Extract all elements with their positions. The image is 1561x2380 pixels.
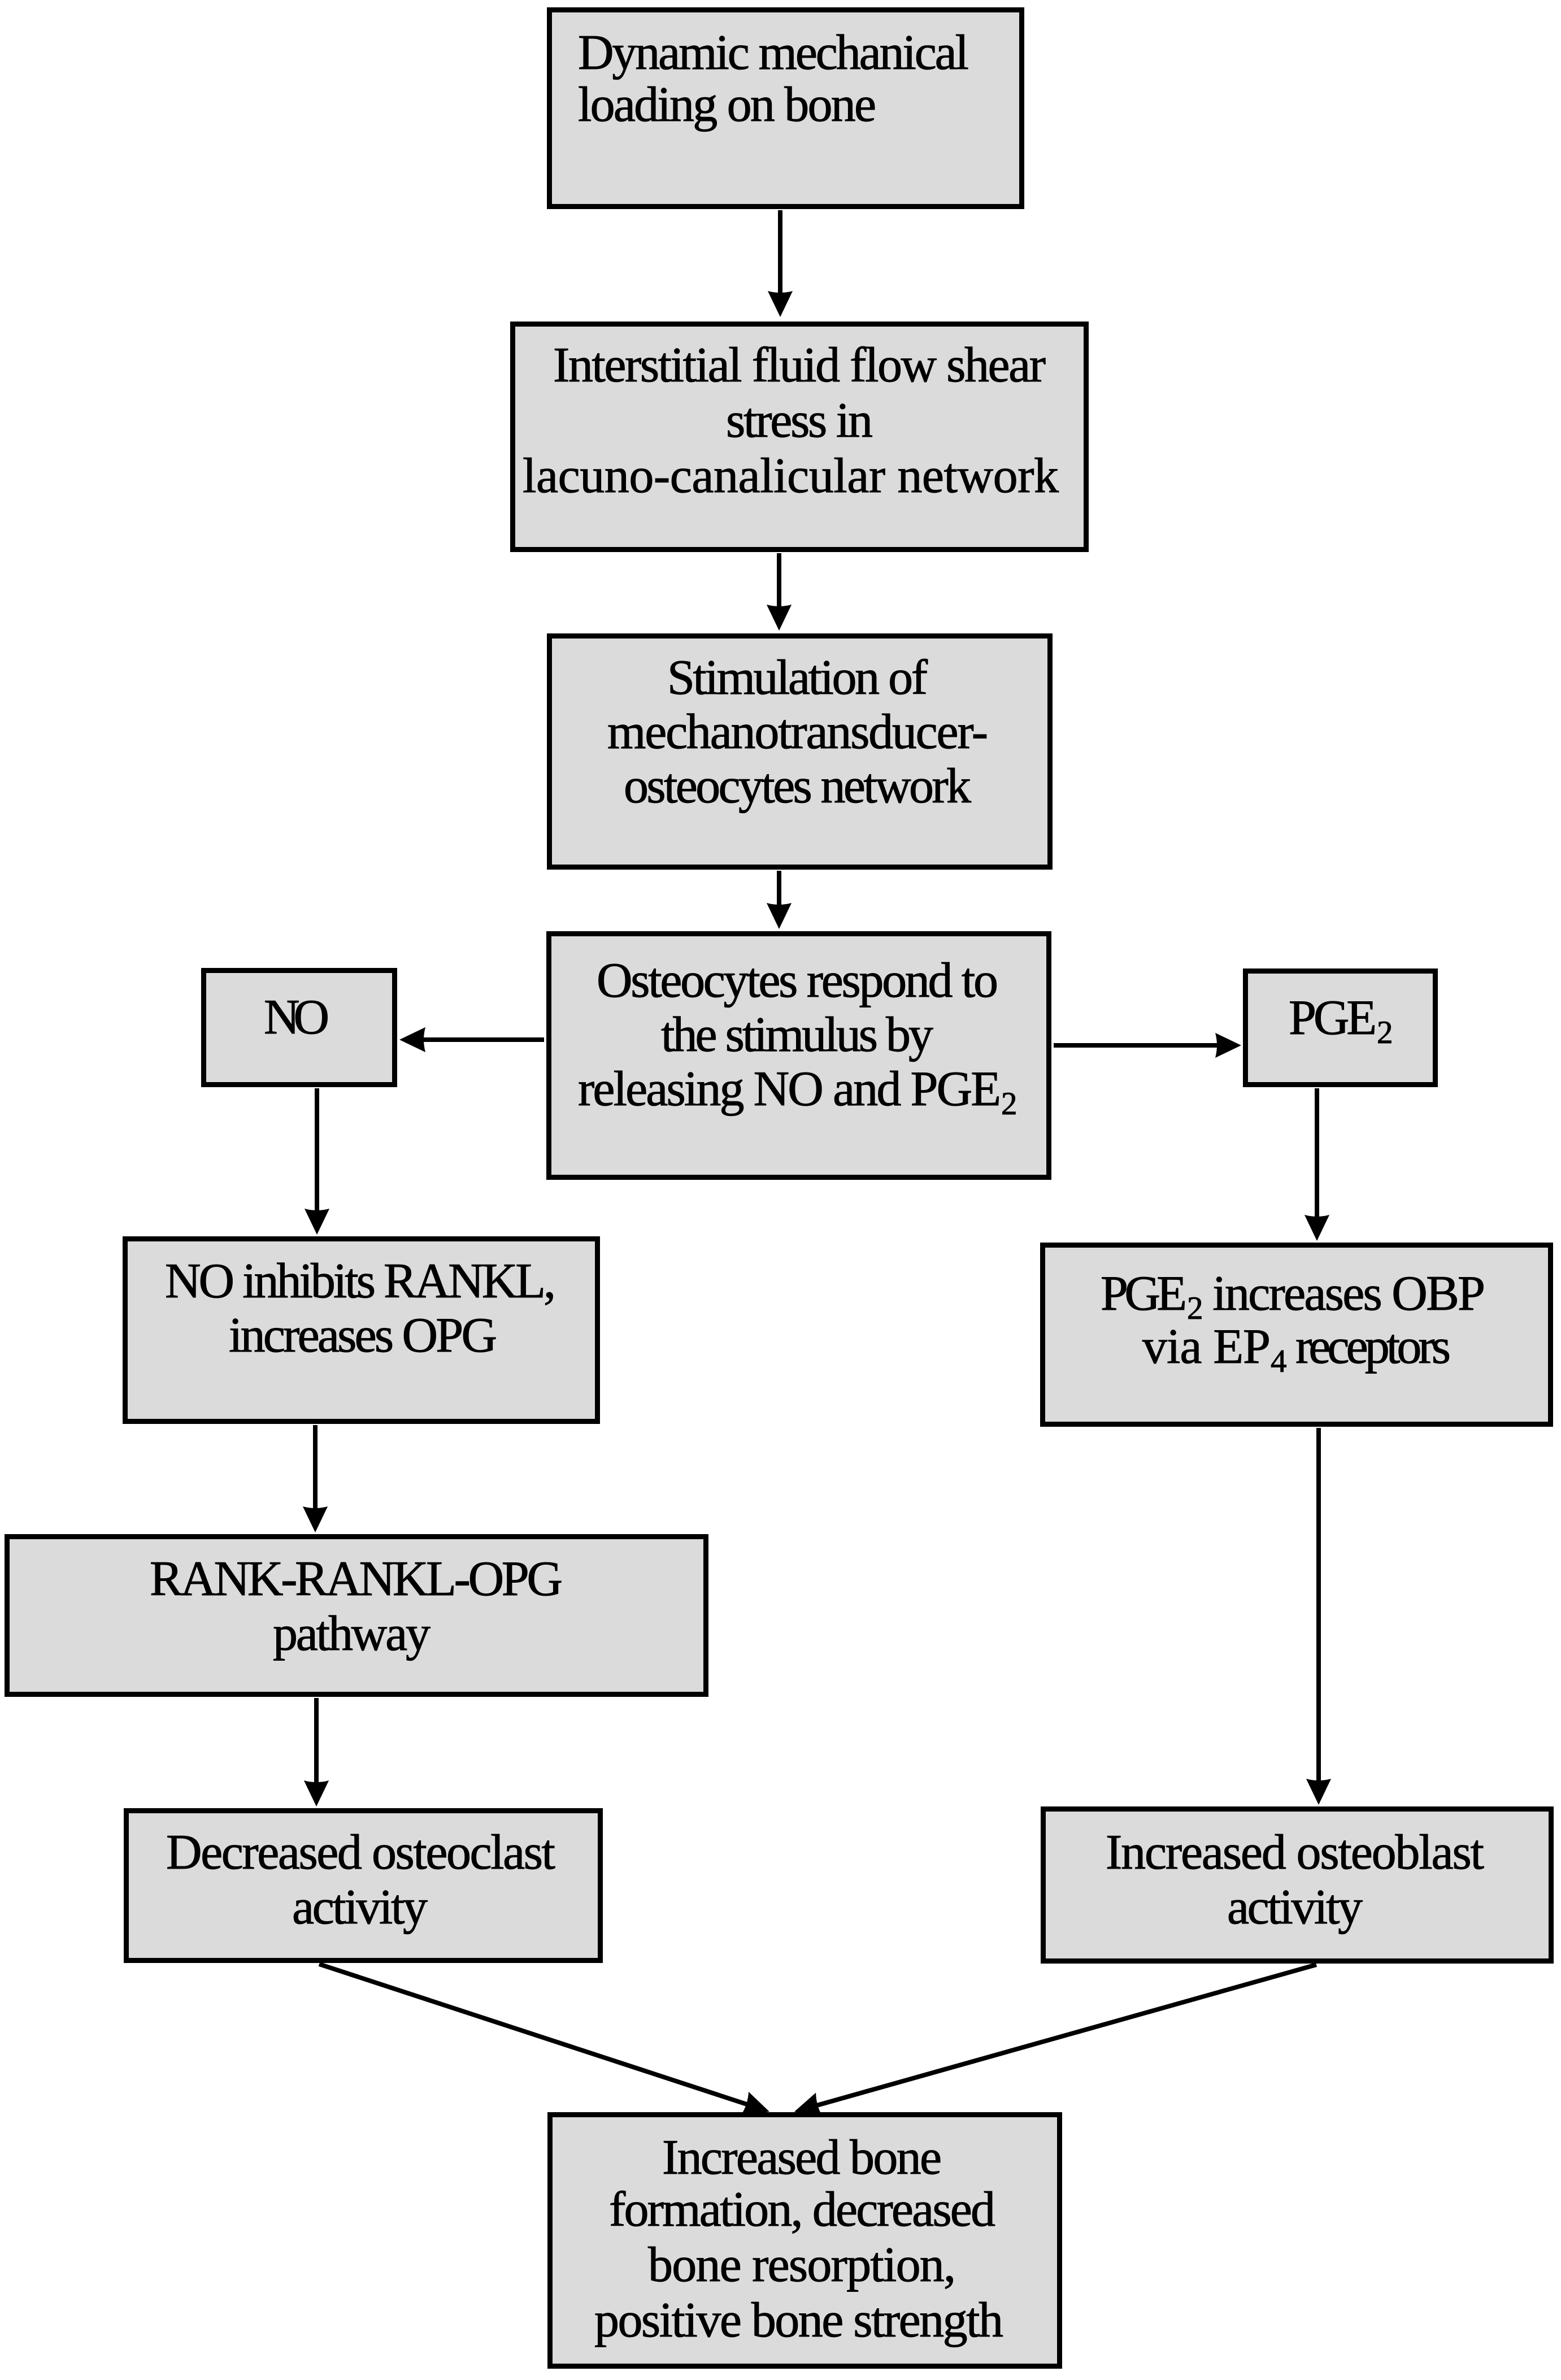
svg-text:activity: activity [292,1880,428,1935]
svg-text:receptors: receptors [1286,1319,1451,1374]
svg-text:Decreased osteoclast: Decreased osteoclast [166,1825,555,1880]
svg-text:stress in: stress in [726,393,873,448]
svg-text:pathway: pathway [273,1606,431,1661]
svg-text:loading on bone: loading on bone [578,77,876,132]
svg-text:the stimulus by: the stimulus by [661,1007,933,1062]
svg-text:NO: NO [264,990,329,1045]
svg-text:Increased osteoblast: Increased osteoblast [1106,1825,1484,1880]
svg-text:4: 4 [1271,1344,1287,1379]
svg-text:2: 2 [1187,1291,1203,1326]
svg-text:osteocytes network: osteocytes network [624,759,971,814]
svg-text:increases OBP: increases OBP [1202,1266,1485,1321]
svg-text:lacuno-canalicular network: lacuno-canalicular network [523,449,1059,503]
svg-text:formation, decreased: formation, decreased [609,2182,995,2237]
svg-text:NO inhibits RANKL,: NO inhibits RANKL, [165,1254,556,1309]
svg-text:Osteocytes respond to: Osteocytes respond to [597,953,998,1008]
svg-text:releasing NO and PGE: releasing NO and PGE [578,1062,1001,1117]
svg-text:2: 2 [1001,1086,1018,1122]
svg-text:increases OPG: increases OPG [229,1308,497,1363]
svg-text:activity: activity [1227,1880,1363,1935]
svg-text:via EP: via EP [1142,1319,1271,1374]
svg-text:mechanotransducer-: mechanotransducer- [607,705,988,759]
svg-text:Dynamic mechanical: Dynamic mechanical [578,25,969,80]
svg-text:positive bone strength: positive bone strength [594,2293,1003,2348]
svg-text:2: 2 [1377,1015,1393,1050]
svg-text:bone resorption,: bone resorption, [648,2238,956,2292]
svg-text:RANK-RANKL-OPG: RANK-RANKL-OPG [150,1552,563,1606]
svg-text:PGE: PGE [1101,1266,1187,1321]
svg-text:PGE: PGE [1289,991,1377,1045]
svg-text:Increased bone: Increased bone [662,2130,942,2185]
svg-text:Stimulation of: Stimulation of [667,650,928,705]
svg-text:Interstitial fluid flow shear: Interstitial fluid flow shear [553,338,1046,393]
